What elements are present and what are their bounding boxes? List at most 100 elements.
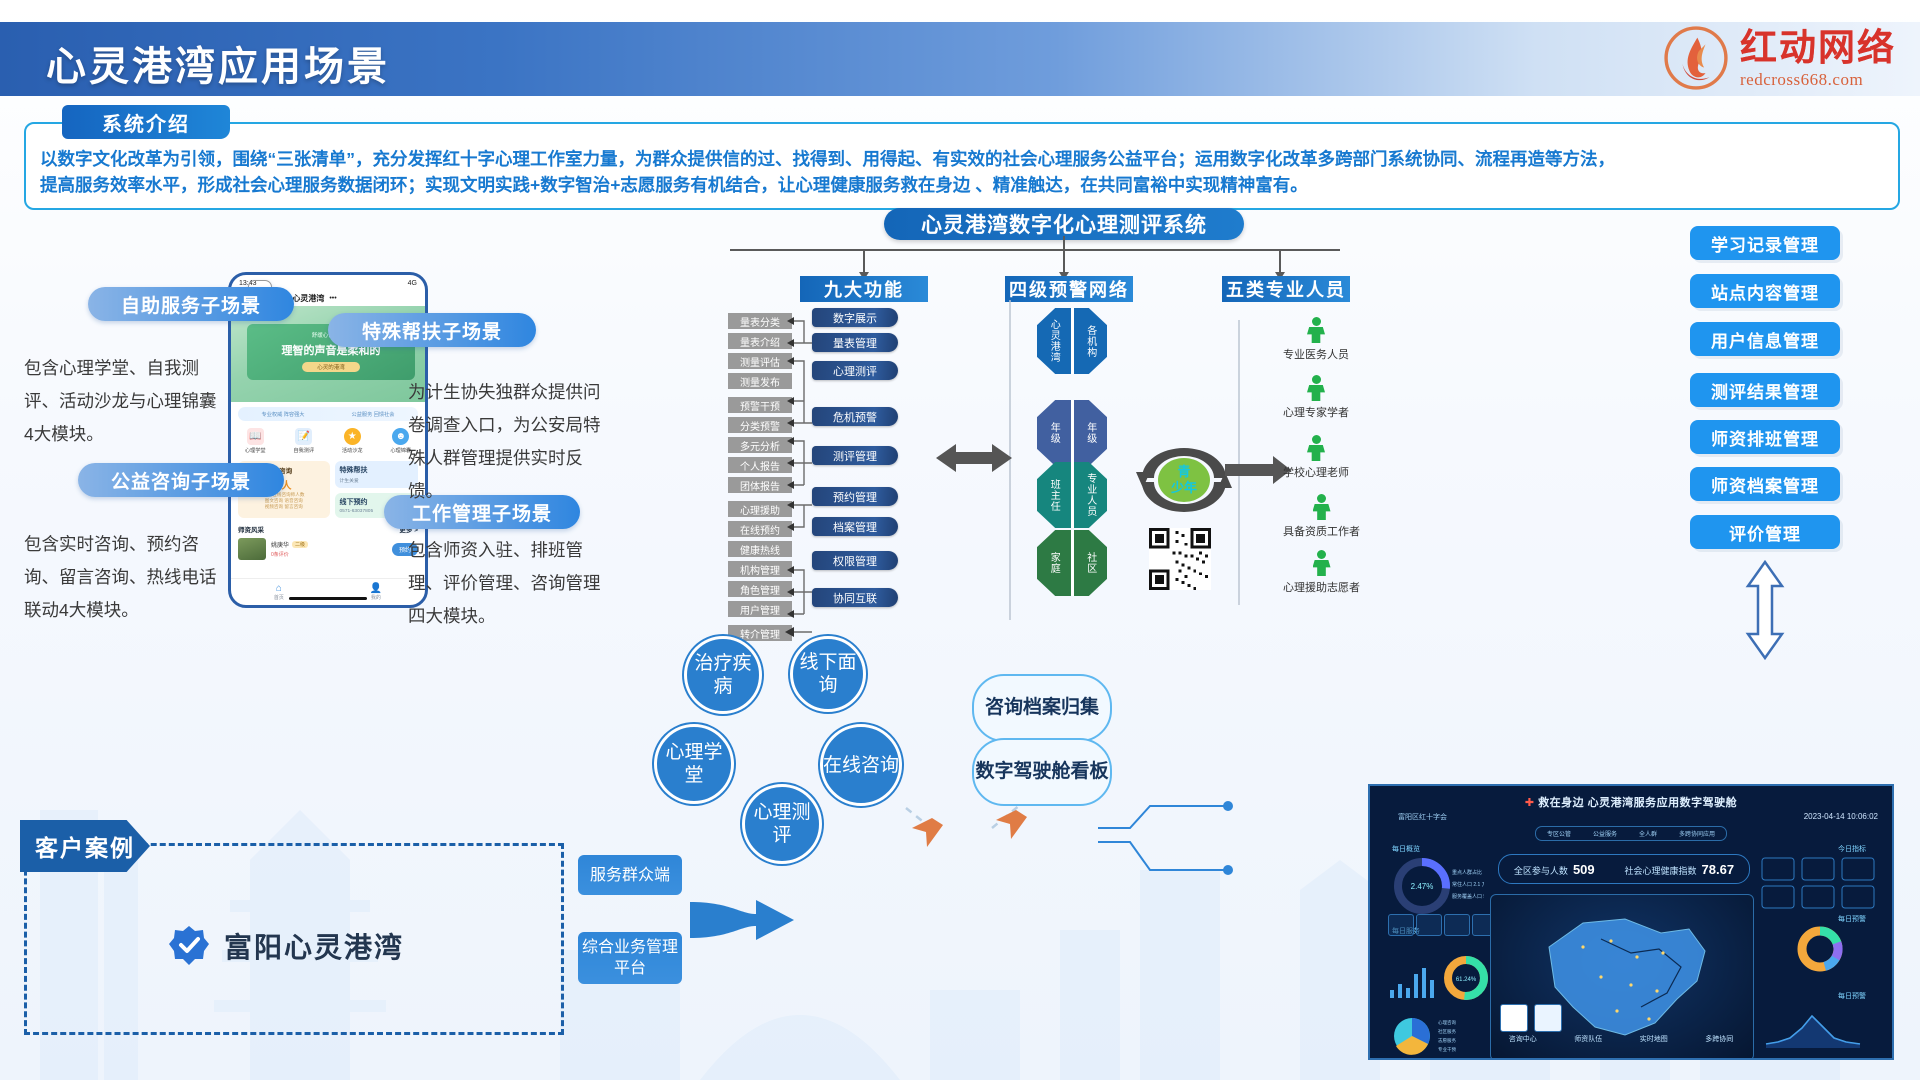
mgmt-button-site-content[interactable]: 站点内容管理 [1690,274,1840,308]
mgmt-button-evaluation[interactable]: 评价管理 [1690,515,1840,549]
phone-book-button[interactable]: 预约 [391,542,418,556]
phone-card-row: 💬 实时公益咨询 0人 当前在线咨询师人数 图文咨询 语音咨询 视频咨询 留言咨… [238,461,418,518]
network-level-3: 班主任 专业人员 [1037,462,1107,528]
dashboard-stat-chip [1416,914,1442,936]
dashboard-panel-label-right-3: 每日预警 [1838,993,1866,1000]
dashboard-panel-label-left-1: 每日概览 [1392,846,1420,853]
phone-entry-ziwoceping[interactable]: 📝 自我测评 [293,428,314,454]
phone-tab-mine[interactable]: 👤 我的 [370,583,382,601]
mgmt-button-teacher-archive[interactable]: 师资档案管理 [1690,467,1840,501]
svg-text:61.24%: 61.24% [1456,977,1477,983]
phone-tab-bar: ⌂ 首页 👤 我的 [231,578,425,605]
scene-pill-work-management: 工作管理子场景 [384,495,580,529]
customer-case-box [24,843,564,1035]
dashboard-tabs[interactable]: 专区公管 公益服务 全人群 多跨协同应用 [1535,826,1727,841]
function-node: 危机预警 [812,407,898,426]
flow-output-dashboard: 数字驾驶舱看板 [972,738,1112,806]
dashboard-footer-item[interactable]: 师资队伍 [1574,1036,1603,1043]
phone-status-net: 4G [407,280,417,287]
architecture-connector [730,236,1340,280]
svg-text:志愿服务: 志愿服务 [1438,1037,1456,1044]
mgmt-button-study-record[interactable]: 学习记录管理 [1690,226,1840,260]
case-side-button-platform[interactable]: 综合业务管理平台 [578,932,682,984]
scene-desc-special-help: 为计生协失独群众提供问卷调查入口，为公安局特殊人群管理提供实时反馈。 [408,382,601,501]
function-branch-lines [787,317,812,531]
scene-pill-self-service: 自助服务子场景 [88,287,294,321]
mgmt-button-teacher-schedule[interactable]: 师资排班管理 [1690,420,1840,454]
svg-text:专业干预: 专业干预 [1438,1046,1456,1053]
phone-entry-xinlixuetang[interactable]: 📖 心理学堂 [245,428,266,454]
dashboard-org: 富阳区红十字会 [1398,814,1447,821]
dashboard-stat-chip [1444,914,1470,936]
phone-tab-home-label: 首页 [273,595,284,601]
home-icon: ⌂ [275,583,282,594]
phone-consult-count: 0人 [275,481,292,492]
phone-tab-home[interactable]: ⌂ 首页 [274,583,284,601]
phone-status-bar: 13:43 4G [231,275,425,290]
sub-function-node: 量表分类 [728,313,792,329]
dashboard-screenshot: ✚ 救在身边 心灵港湾服务应用数字驾驶舱 富阳区红十字会 2023-04-14 … [1368,784,1894,1060]
phone-consult-sub1: 当前在线咨询师人数 [263,492,305,497]
flame-circle-icon [1664,26,1728,90]
phone-card-special-help[interactable]: 特殊帮扶 计生关爱 [334,461,418,488]
dashboard-tab[interactable]: 公益服务 [1592,832,1617,838]
intro-line-2: 提高服务效率水平，形成社会心理服务数据闭环；实现文明实践+数字智治+志愿服务有机… [40,175,1308,195]
dashboard-line-chart [1765,1014,1861,1048]
dashboard-donut [1797,926,1843,972]
phone-entry-huodongshalong[interactable]: ★ 活动沙龙 [342,428,363,454]
phone-banner-right: 公益服务 回馈社会 [351,411,395,418]
personnel-item-4: 具备资质工作者 [1283,494,1360,539]
phone-teacher-more[interactable]: 更多 > [399,527,418,534]
case-side-button-public[interactable]: 服务群众端 [578,855,682,895]
logo-text-cn: 红动网络 [1740,26,1896,68]
dashboard-tab[interactable]: 全人群 [1638,832,1657,838]
dashboard-footer-item[interactable]: 多跨协同 [1705,1036,1734,1043]
mgmt-button-user-info[interactable]: 用户信息管理 [1690,322,1840,356]
dashboard-title-text: 救在身边 心灵港湾服务应用数字驾驶舱 [1538,797,1738,809]
phone-more-icon[interactable]: ••• [329,294,337,302]
phone-status-time: 13:43 [239,280,257,287]
dashboard-tab[interactable]: 多跨协同应用 [1678,832,1715,838]
dashboard-tab[interactable]: 专区公管 [1546,832,1571,838]
phone-help-title: 特殊帮扶 [339,467,368,474]
dashboard-footer-nav[interactable]: 咨询中心 师资队伍 实时地图 多跨协同 [1490,1034,1752,1044]
dashboard-footer-item[interactable]: 咨询中心 [1508,1036,1537,1043]
phone-banner-left: 专业权威 阵容强大 [261,411,305,418]
personnel-item-2: 心理专家学者 [1283,375,1349,420]
avatar [238,538,266,560]
book-icon: 📖 [246,428,264,445]
logo-text-en: redcross668.com [1740,69,1864,89]
phone-entry-xinlijinnang[interactable]: ☻ 心理锦囊 [390,428,411,454]
phone-teacher-row[interactable]: 姚庚华 二级 0条评价 预约 [238,538,418,560]
sub-function-node: 分类预警 [728,417,792,433]
sub-function-node: 测量评估 [728,353,792,369]
brand-logo: 红动网络 redcross668.com [1662,24,1896,92]
column-head-warning-network: 四级预警网络 [1005,276,1133,302]
dashboard-kpi1-value: 509 [1572,861,1595,877]
star-icon: ★ [343,428,361,445]
mgmt-button-assessment-result[interactable]: 测评结果管理 [1690,373,1840,407]
page-title: 心灵港湾应用场景 [46,45,390,89]
scene-pill-special-help: 特殊帮扶子场景 [328,313,536,347]
column-head-nine-functions: 九大功能 [800,276,928,302]
scene-pill-public-consult: 公益咨询子场景 [78,463,284,497]
customer-case-tag: 客户案例 [20,820,150,872]
dashboard-qr-1 [1500,1004,1528,1032]
customer-case-name: 富阳心灵港湾 [224,932,405,963]
flow-bubble-zhiliaojibing: 治疗疾病 [684,636,762,714]
page-header [0,22,1920,96]
bubble-flow-connectors [879,770,1233,875]
function-node: 预约管理 [812,487,898,506]
network-level-1: 心灵港湾 各机构 [1037,308,1107,374]
phone-entry-label: 自我测评 [293,448,315,454]
function-node: 量表管理 [812,333,898,352]
sub-function-node: 机构管理 [728,561,792,577]
dashboard-footer-item[interactable]: 实时地图 [1639,1036,1668,1043]
function-node: 数字展示 [812,308,898,327]
flow-bubble-label: 心理学堂 [665,742,723,786]
phone-teacher-name: 姚庚华 [271,543,290,549]
phone-nav-title: 心灵港湾 [292,293,325,303]
